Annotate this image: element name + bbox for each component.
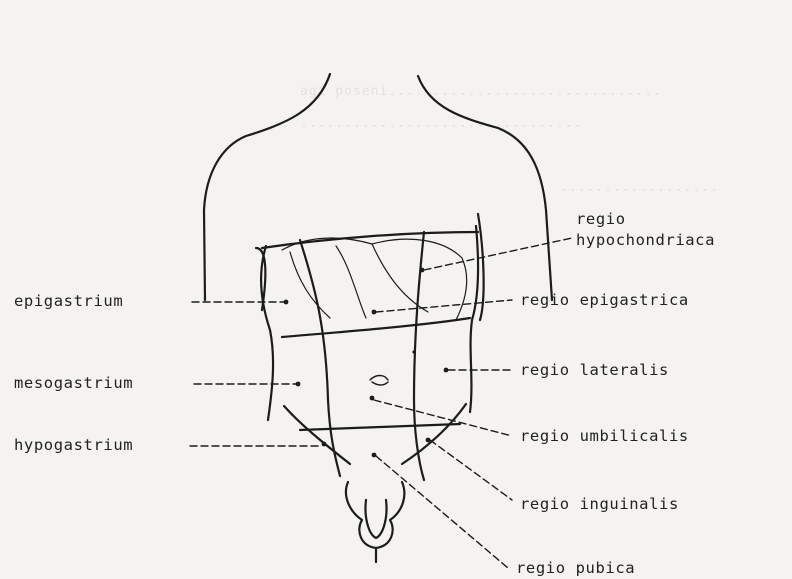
label-regio-umbilicalis: regio umbilicalis	[520, 428, 689, 445]
label-mesogastrium: mesogastrium	[14, 375, 133, 392]
leader-inguinalis	[430, 440, 512, 500]
dot-misc	[412, 350, 415, 353]
xiphoid	[336, 244, 428, 318]
upper-horizontal-line	[262, 232, 478, 248]
dot-hypogastrium	[322, 442, 327, 447]
dot-pubica	[372, 453, 377, 458]
genital-inner	[365, 500, 386, 538]
inguinal-line-right	[402, 404, 466, 464]
label-epigastrium: epigastrium	[14, 293, 123, 310]
inguinal-line-left	[284, 406, 350, 464]
label-regio-lateralis: regio lateralis	[520, 362, 669, 379]
label-regio-pubica: regio pubica	[516, 560, 635, 577]
umbilicus	[370, 376, 388, 386]
torso-left-side	[261, 246, 273, 420]
neck-shoulder-left	[204, 74, 330, 300]
label-hypogastrium: hypogastrium	[14, 437, 133, 454]
label-regio-hypochondriaca-line2: hypochondriaca	[576, 232, 715, 249]
torso-right-side	[470, 226, 478, 412]
costal-arch-left	[290, 252, 330, 318]
lower-horizontal-line	[300, 424, 460, 430]
label-regio-inguinalis: regio inguinalis	[520, 496, 679, 513]
leader-pubica	[376, 456, 508, 568]
leader-epigastrica	[376, 300, 512, 312]
middle-horizontal-line	[282, 318, 470, 337]
label-regio-hypochondriaca-line1: regio	[576, 211, 626, 228]
label-regio-epigastrica: regio epigastrica	[520, 292, 689, 309]
